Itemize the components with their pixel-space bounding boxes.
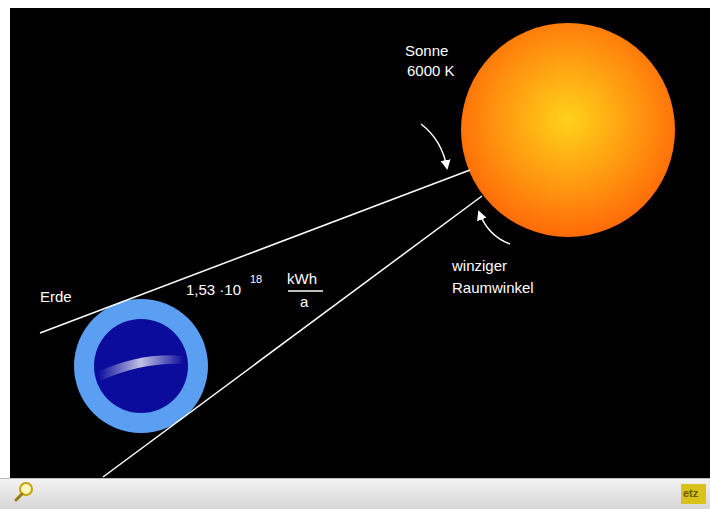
unit-numerator: kWh	[287, 268, 317, 290]
logo-text: etz	[683, 485, 698, 501]
solid-angle-label: winziger Raumwinkel	[452, 255, 544, 299]
energy-value: 1,53 ·10	[186, 279, 241, 301]
toolbar-border	[0, 478, 710, 479]
exponent: 18	[250, 272, 262, 286]
angle-arrow	[479, 212, 510, 244]
logo-box	[681, 484, 706, 504]
earth	[74, 299, 208, 433]
ray-line	[40, 170, 470, 333]
temperature-label: 6000 K	[407, 60, 455, 82]
space-background	[10, 8, 710, 478]
unit-denominator: a	[300, 291, 308, 313]
magnifier-icon	[16, 483, 32, 500]
earth-label: Erde	[40, 286, 72, 308]
ray-line	[103, 196, 482, 477]
sun-label: Sonne	[405, 40, 448, 62]
sun	[461, 23, 675, 237]
fraction-bar	[288, 290, 323, 292]
toolbar	[0, 478, 710, 509]
angle-arrow	[421, 124, 447, 168]
